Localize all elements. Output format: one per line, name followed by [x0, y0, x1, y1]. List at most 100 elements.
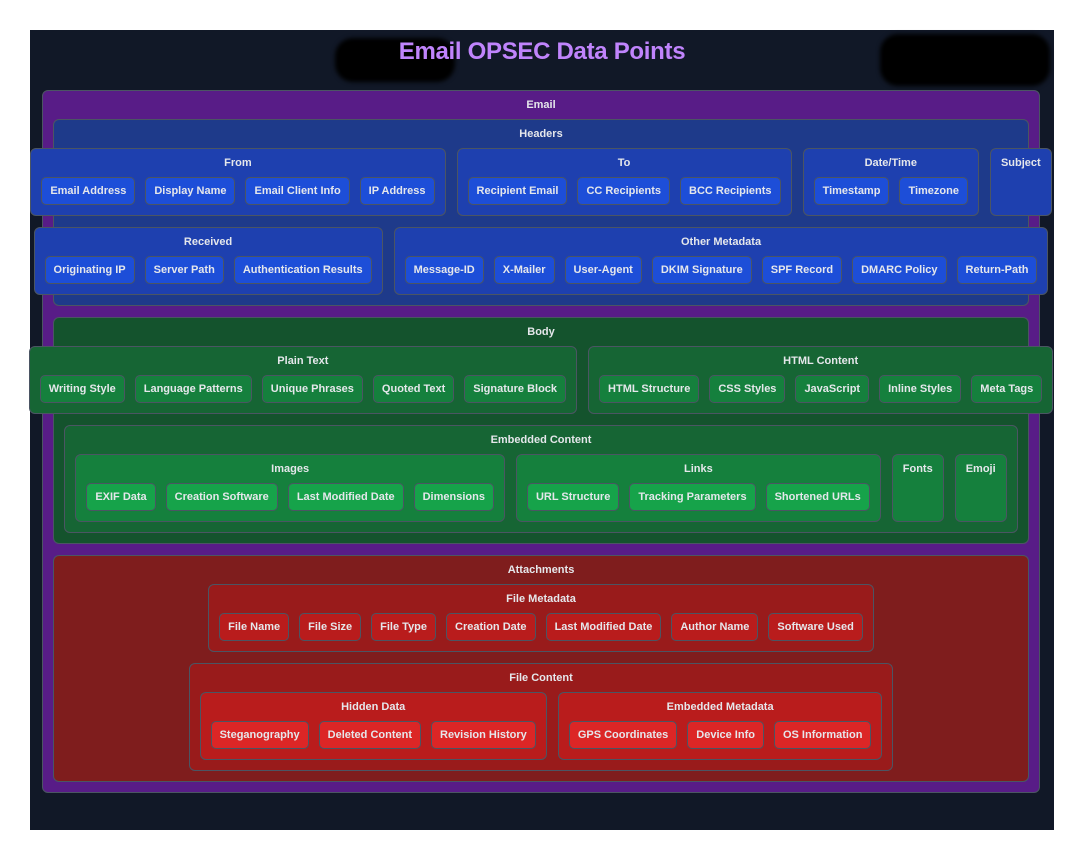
headers-label: Headers — [519, 128, 563, 140]
data-point-writing-style: Writing Style — [39, 375, 125, 403]
attachments-label: Attachments — [507, 564, 575, 576]
to-label: To — [617, 157, 631, 169]
hidden-data-label: Hidden Data — [341, 701, 406, 713]
received-label: Received — [183, 236, 233, 248]
email-label: Email — [526, 99, 556, 111]
embedded-metadata-label: Embedded Metadata — [666, 701, 774, 713]
redaction-left — [335, 38, 455, 82]
data-point-creation-software: Creation Software — [165, 483, 278, 511]
other-metadata-label: Other Metadata — [681, 236, 762, 248]
file-metadata-label: File Metadata — [506, 593, 576, 605]
data-point-bcc-recipients: BCC Recipients — [680, 177, 781, 205]
images-label: Images — [271, 463, 310, 475]
data-point-inline-styles: Inline Styles — [879, 375, 962, 403]
data-point-signature-block: Signature Block — [464, 375, 567, 403]
data-point-file-name: File Name — [219, 613, 290, 641]
from-label: From — [224, 157, 252, 169]
emoji-label: Emoji — [965, 463, 996, 475]
data-point-deleted-content: Deleted Content — [318, 721, 421, 749]
data-point-dmarc-policy: DMARC Policy — [852, 256, 947, 284]
data-point-quoted-text: Quoted Text — [372, 375, 455, 403]
data-point-file-size: File Size — [299, 613, 362, 641]
date-time-items: Timestamp Timezone — [813, 177, 968, 205]
data-point-dimensions: Dimensions — [413, 483, 494, 511]
data-point-user-agent: User-Agent — [564, 256, 642, 284]
data-point-timezone: Timezone — [899, 177, 968, 205]
data-point-html-structure: HTML Structure — [599, 375, 700, 403]
data-point-creation-date: Creation Date — [446, 613, 536, 641]
data-point-css-styles: CSS Styles — [709, 375, 786, 403]
data-point-authentication-results: Authentication Results — [233, 256, 372, 284]
data-point-spf-record: SPF Record — [761, 256, 843, 284]
data-point-os-information: OS Information — [773, 721, 872, 749]
data-point-cc-recipients: CC Recipients — [577, 177, 671, 205]
body-label: Body — [527, 326, 555, 338]
data-point-x-mailer: X-Mailer — [493, 256, 555, 284]
date-time-label: Date/Time — [864, 157, 917, 169]
data-point-ip-address: IP Address — [359, 177, 435, 205]
data-point-exif-data: EXIF Data — [86, 483, 156, 511]
data-point-device-info: Device Info — [687, 721, 764, 749]
fonts-group: Fonts — [891, 454, 944, 522]
plain-text-label: Plain Text — [277, 355, 329, 367]
data-point-timestamp: Timestamp — [813, 177, 890, 205]
data-point-server-path: Server Path — [144, 256, 224, 284]
data-point-url-structure: URL Structure — [526, 483, 620, 511]
data-point-gps-coordinates: GPS Coordinates — [568, 721, 678, 749]
embedded-content-label: Embedded Content — [490, 434, 592, 446]
data-point-meta-tags: Meta Tags — [971, 375, 1043, 403]
redaction-right — [880, 34, 1050, 86]
data-point-message-id: Message-ID — [404, 256, 484, 284]
fonts-label: Fonts — [902, 463, 933, 475]
data-point-software-used: Software Used — [768, 613, 863, 641]
data-point-steganography: Steganography — [210, 721, 309, 749]
data-point-email-client-info: Email Client Info — [245, 177, 350, 205]
data-point-author-name: Author Name — [671, 613, 759, 641]
data-point-dkim-signature: DKIM Signature — [651, 256, 752, 284]
emoji-group: Emoji — [954, 454, 1007, 522]
links-label: Links — [684, 463, 713, 475]
data-point-last-modified-date: Last Modified Date — [545, 613, 662, 641]
data-point-tracking-parameters: Tracking Parameters — [629, 483, 756, 511]
subject-label: Subject — [1000, 157, 1041, 169]
other-metadata-items: Message-ID X-Mailer User-Agent DKIM Signatu… — [404, 256, 1038, 284]
